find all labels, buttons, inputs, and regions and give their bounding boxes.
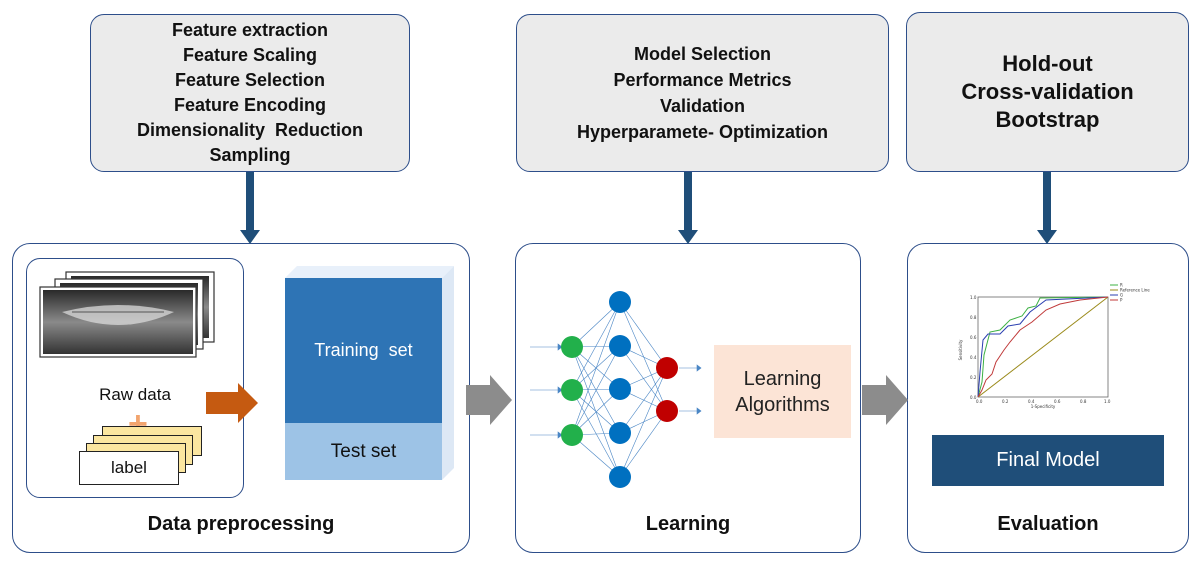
- feature-line: Sampling: [209, 145, 291, 165]
- final-model-box: Final Model: [932, 435, 1164, 486]
- roc-legend-item: G: [1120, 293, 1123, 298]
- roc-tick: 0.4: [1028, 399, 1035, 404]
- hidden-neuron: [609, 335, 631, 357]
- roc-tick: 0.0: [976, 399, 983, 404]
- algo-line: Algorithms: [735, 393, 830, 416]
- roc-tick: 0.6: [1054, 399, 1061, 404]
- output-neuron: [656, 357, 678, 379]
- evaluation-methods-box: Hold-out Cross-validation Bootstrap: [906, 12, 1189, 172]
- eval-line: Bootstrap: [995, 107, 1100, 132]
- roc-tick: 1.0: [1104, 399, 1111, 404]
- model-line: Hyperparamete- Optimization: [576, 122, 829, 142]
- roc-tick: 0.6: [970, 335, 977, 340]
- down-arrow-eval: [1037, 172, 1057, 244]
- eval-line: Cross-validation: [961, 79, 1134, 104]
- panel-title: Learning: [645, 513, 731, 535]
- test-set-block: Test set: [285, 423, 442, 480]
- model-selection-box: Model Selection Performance Metrics Vali…: [516, 14, 889, 172]
- feature-line: Feature Scaling: [182, 45, 318, 65]
- roc-legend-item: Reference Line: [1120, 288, 1150, 293]
- xray-image-stack: [39, 271, 215, 358]
- roc-tick: 1.0: [970, 295, 977, 300]
- dataset-block-3d: [285, 266, 454, 480]
- eval-line: Hold-out: [1002, 51, 1093, 76]
- input-neuron: [561, 336, 583, 358]
- feature-engineering-box: Feature extraction Feature Scaling Featu…: [90, 14, 410, 172]
- hidden-neuron: [609, 291, 631, 313]
- roc-legend-item: R: [1120, 283, 1123, 288]
- roc-y-label: Sensitivity: [958, 339, 963, 360]
- gray-arrow-2: [862, 375, 908, 425]
- down-arrow-model: [678, 172, 698, 244]
- feature-line: Feature Encoding: [173, 95, 326, 115]
- neuron-layers: [561, 291, 678, 488]
- model-line: Performance Metrics: [613, 70, 792, 90]
- roc-tick: 0.8: [970, 315, 977, 320]
- orange-arrow: [206, 383, 258, 423]
- algo-line: Learning: [743, 367, 822, 390]
- test-set-label: Test set: [330, 440, 397, 462]
- hidden-neuron: [609, 378, 631, 400]
- roc-tick: 0.8: [1080, 399, 1087, 404]
- roc-tick: 0.4: [970, 355, 977, 360]
- panel-title: Data preprocessing: [147, 513, 335, 535]
- raw-data-label: Raw data: [99, 385, 171, 404]
- roc-legend-item: P: [1120, 298, 1123, 303]
- feature-line: Feature extraction: [171, 20, 329, 40]
- gray-arrow-1: [466, 375, 512, 425]
- input-neuron: [561, 379, 583, 401]
- input-neuron: [561, 424, 583, 446]
- hidden-neuron: [609, 466, 631, 488]
- roc-curve-thumbnail: R Reference Line G P 1-Specificity Sensi…: [958, 283, 1150, 410]
- panel-title: Evaluation: [997, 513, 1099, 535]
- model-line: Validation: [659, 96, 746, 116]
- roc-tick: 0.2: [970, 375, 977, 380]
- evaluation-panel: Evaluation: [907, 243, 1189, 553]
- training-set-label: Training set: [314, 340, 413, 360]
- down-arrow-feature: [240, 172, 260, 244]
- raw-data-frame: Raw data + label: [26, 258, 244, 498]
- label-card: label: [79, 451, 179, 485]
- roc-x-label: 1-Specificity: [1031, 404, 1056, 409]
- final-model-label: Final Model: [996, 449, 1100, 471]
- feature-line: Dimensionality Reduction: [136, 120, 364, 140]
- model-line: Model Selection: [633, 44, 772, 64]
- feature-line: Feature Selection: [174, 70, 326, 90]
- hidden-neuron: [609, 422, 631, 444]
- roc-tick: 0.2: [1002, 399, 1009, 404]
- learning-algorithms-box: Learning Algorithms: [714, 345, 851, 438]
- training-set-block: Training set: [285, 278, 442, 423]
- roc-tick: 0.0: [970, 395, 977, 400]
- output-neuron: [656, 400, 678, 422]
